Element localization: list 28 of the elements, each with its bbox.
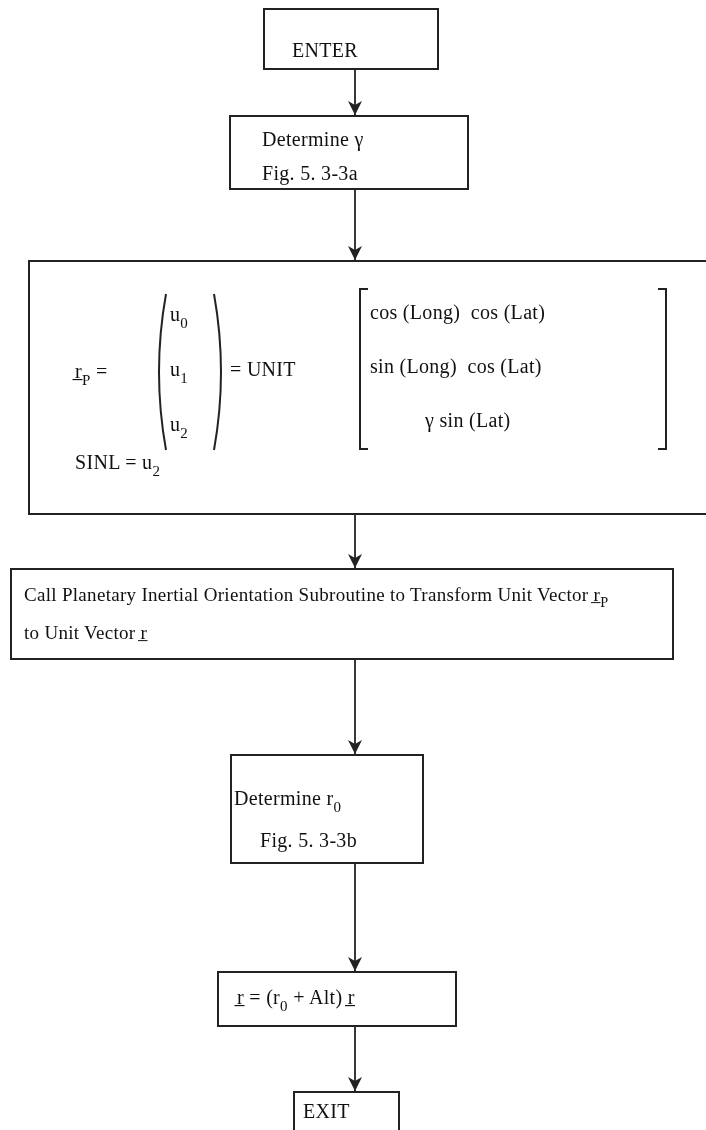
process-box <box>230 754 424 864</box>
arrow <box>348 659 362 755</box>
step-text: EXIT <box>303 1099 350 1123</box>
step-text: ENTER <box>292 38 358 62</box>
process-box <box>28 260 706 515</box>
equation-text: u$_{2}$ <box>170 412 189 436</box>
process-box <box>217 971 457 1027</box>
process-box <box>229 115 469 190</box>
equation-text: u$_{1}$ <box>170 357 189 381</box>
equation-text: sin (Long) cos (Lat) <box>370 354 542 378</box>
process-box <box>10 568 674 660</box>
equation-text: cos (Long) cos (Lat) <box>370 300 546 324</box>
step-text: Determine γ <box>262 127 364 151</box>
step-text: Call Planetary Inertial Orientation Subroutine to Transform Unit Vector r̲$_{P}$ to Unit Vector r̲ <box>24 583 610 645</box>
equation-text: = UNIT <box>230 357 296 381</box>
process-box <box>293 1091 400 1130</box>
arrow <box>348 514 362 569</box>
equation-text: γ sin (Lat) <box>425 408 511 432</box>
arrow <box>348 189 362 261</box>
arrow <box>348 1026 362 1092</box>
step-text: Fig. 5. 3-3b <box>260 828 357 852</box>
arrow <box>348 69 362 116</box>
equation-text: u$_{0}$ <box>170 302 189 326</box>
equation-text: SINL = u$_{2}$ <box>75 450 161 474</box>
step-text: Fig. 5. 3-3a <box>262 161 358 185</box>
arrow <box>348 863 362 972</box>
process-box <box>263 8 439 70</box>
step-text: Determine r$_{0}$ <box>234 786 342 810</box>
